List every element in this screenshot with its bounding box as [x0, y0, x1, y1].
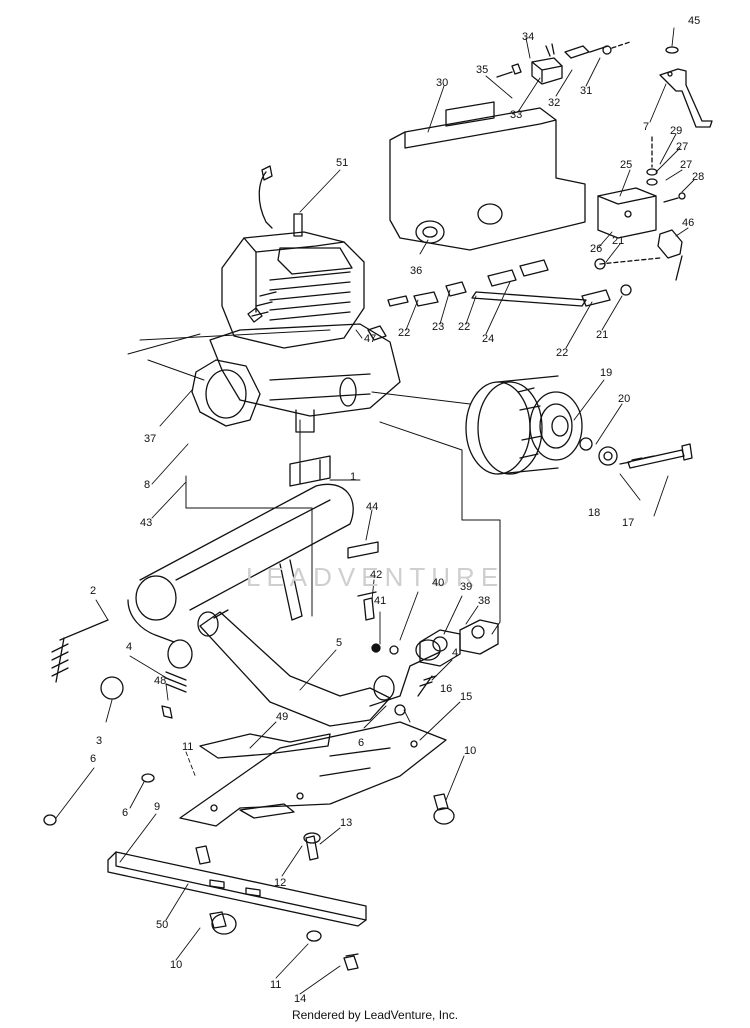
- callout-28: 28: [692, 171, 704, 183]
- callout-49: 49: [276, 711, 288, 723]
- credit-line: Rendered by LeadVenture, Inc.: [291, 1008, 459, 1022]
- callout-32: 32: [548, 97, 560, 109]
- callout-19: 19: [600, 367, 612, 379]
- relay-assembly: [445, 41, 631, 127]
- callout-51: 51: [336, 157, 348, 169]
- callout-43: 43: [140, 517, 152, 529]
- leader-lines: [55, 27, 695, 995]
- callout-33: 33: [510, 109, 522, 121]
- flange-parts: [347, 541, 499, 667]
- callout-39: 39: [460, 581, 472, 593]
- callout-41: 41: [374, 595, 386, 607]
- guide-lines: [127, 329, 501, 635]
- watermark: LEADVENTURE: [246, 562, 504, 592]
- callout-4a: 4: [126, 641, 132, 653]
- mounting-bar: [107, 851, 367, 927]
- clutch: [465, 375, 693, 475]
- callout-7: 7: [643, 121, 649, 133]
- callout-26: 26: [590, 243, 602, 255]
- callout-44: 44: [366, 501, 378, 513]
- engine: [191, 165, 401, 433]
- callout-1: 1: [350, 471, 356, 483]
- callout-3: 3: [96, 735, 102, 747]
- callout-30: 30: [436, 77, 448, 89]
- callout-22b: 22: [458, 321, 470, 333]
- callout-50: 50: [156, 919, 168, 931]
- callout-22c: 22: [556, 347, 568, 359]
- linkage-parts: [387, 229, 683, 307]
- callout-8: 8: [144, 479, 150, 491]
- callout-18: 18: [588, 507, 600, 519]
- callout-27a: 27: [676, 141, 688, 153]
- callout-15: 15: [460, 691, 472, 703]
- callout-13: 13: [340, 817, 352, 829]
- callout-20: 20: [618, 393, 630, 405]
- callout-6a: 6: [358, 737, 364, 749]
- callout-21a: 21: [612, 235, 624, 247]
- callout-5: 5: [336, 637, 342, 649]
- callout-17: 17: [622, 517, 634, 529]
- callout-6b: 6: [90, 753, 96, 765]
- callout-25: 25: [620, 159, 632, 171]
- callout-31: 31: [580, 85, 592, 97]
- callout-21b: 21: [596, 329, 608, 341]
- callout-37: 37: [144, 433, 156, 445]
- callout-48: 48: [154, 675, 166, 687]
- callout-11a: 11: [182, 741, 193, 753]
- callout-11b: 11: [270, 979, 281, 991]
- callout-24: 24: [482, 333, 494, 345]
- callout-45: 45: [688, 15, 700, 27]
- callout-34: 34: [522, 31, 534, 43]
- callout-2: 2: [90, 585, 96, 597]
- mounts-hardware: [43, 773, 455, 971]
- support-bracket: [646, 46, 713, 203]
- muffler: [127, 455, 354, 643]
- exhaust-pipe: [167, 609, 441, 727]
- callout-16: 16: [440, 683, 452, 695]
- callout-47: 47: [364, 333, 376, 345]
- callout-23: 23: [432, 321, 444, 333]
- callout-46: 46: [682, 217, 694, 229]
- callout-36: 36: [410, 265, 422, 277]
- base-plate: [179, 704, 447, 827]
- callout-14: 14: [294, 993, 306, 1005]
- callout-40: 40: [432, 577, 444, 589]
- callout-27b: 27: [680, 159, 692, 171]
- callout-42: 42: [370, 569, 382, 581]
- callout-22a: 22: [398, 327, 410, 339]
- callout-10b: 10: [170, 959, 182, 971]
- engine-shroud: [389, 107, 657, 251]
- callout-4b: 4: [452, 647, 458, 659]
- callout-29: 29: [670, 125, 682, 137]
- springs: [51, 619, 437, 719]
- callout-38: 38: [478, 595, 490, 607]
- callout-12: 12: [274, 877, 286, 889]
- callout-10a: 10: [464, 745, 476, 757]
- callout-labels: 45 34 35 31 32 33 30 7 29 27 27 28 25 51…: [90, 15, 704, 1005]
- callout-35: 35: [476, 64, 488, 76]
- callout-6c: 6: [122, 807, 128, 819]
- callout-9: 9: [154, 801, 160, 813]
